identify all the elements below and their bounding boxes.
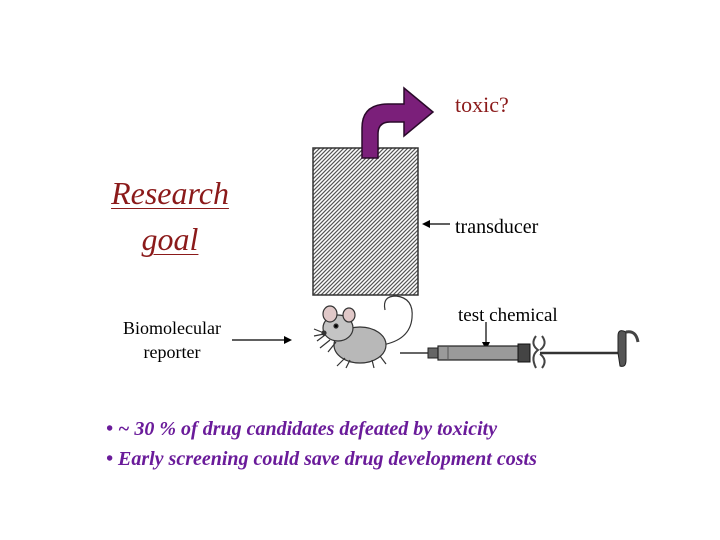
test-chemical-label: test chemical — [458, 305, 558, 326]
title-line-1: Research — [111, 175, 229, 211]
research-goal-title: Research goal — [60, 170, 280, 262]
transducer-label: transducer — [455, 216, 539, 238]
bullet-item: • Early screening could save drug develo… — [106, 448, 537, 470]
biomolecular-reporter-label: Biomolecular reporter — [82, 316, 262, 364]
mouse-icon — [313, 295, 413, 369]
reporter-line-2: reporter — [143, 342, 201, 362]
syringe-icon — [400, 330, 640, 369]
curved-arrow-icon — [361, 86, 435, 159]
transducer-box — [312, 147, 419, 296]
transducer-pointer-arrow — [422, 220, 450, 228]
bullet-list: • ~ 30 % of drug candidates defeated by … — [106, 414, 537, 474]
title-line-2: goal — [141, 221, 199, 257]
bullet-item: • ~ 30 % of drug candidates defeated by … — [106, 418, 498, 440]
reporter-pointer-arrow — [232, 336, 292, 344]
toxic-label: toxic? — [455, 92, 509, 117]
reporter-line-1: Biomolecular — [123, 318, 221, 338]
